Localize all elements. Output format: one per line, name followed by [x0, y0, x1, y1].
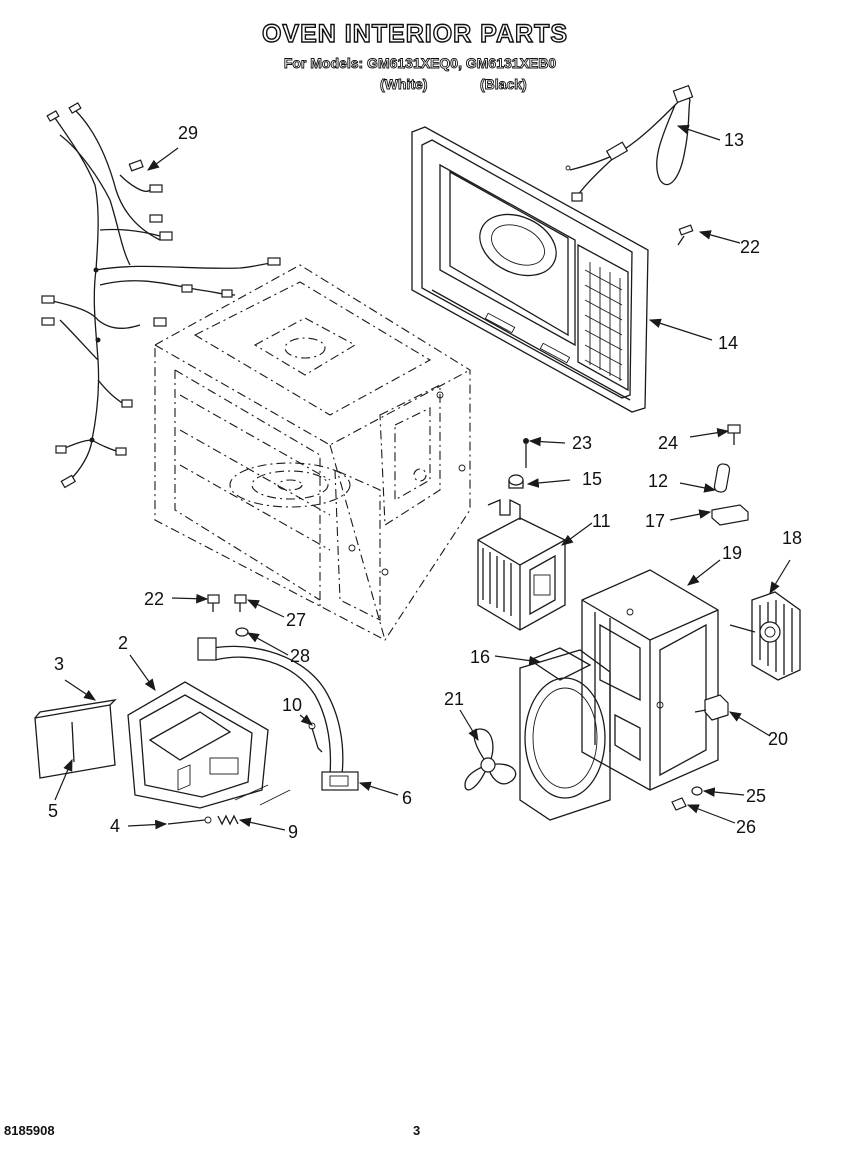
callout-9: 9	[288, 822, 299, 842]
washer-screw-drawing	[671, 786, 703, 811]
sensor-20-drawing	[694, 694, 729, 721]
callout-16: 16	[470, 647, 491, 667]
callout-28: 28	[290, 646, 311, 666]
power-cord-drawing	[565, 84, 694, 202]
callout-5: 5	[48, 801, 59, 821]
callout-24: 24	[658, 433, 679, 453]
callout-3: 3	[54, 654, 65, 674]
callout-6: 6	[402, 788, 413, 808]
callout-14: 14	[718, 333, 739, 353]
callout-10: 10	[282, 695, 303, 715]
callout-23: 23	[572, 433, 593, 453]
fan-blade-drawing	[464, 728, 517, 791]
callout-29: 29	[178, 123, 199, 143]
variant-black: (Black)	[480, 76, 528, 93]
callout-18: 18	[782, 528, 803, 548]
screws-left-drawing	[207, 594, 249, 637]
callout-17: 17	[645, 511, 666, 531]
models-line: For Models: GM6131XEQ0, GM6131XEB0	[283, 55, 557, 72]
tube-connector-drawing	[197, 637, 359, 791]
callout-20: 20	[768, 729, 789, 749]
footer-page-number: 3	[413, 1123, 421, 1138]
choke-cover-drawing	[34, 699, 117, 779]
air-guide-drawing	[127, 681, 269, 809]
callout-25: 25	[746, 786, 767, 806]
front-panel-drawing	[411, 126, 649, 413]
wiring-harness-drawing	[41, 102, 281, 489]
callout-22-top: 22	[740, 237, 761, 257]
callout-21: 21	[444, 689, 465, 709]
screw-22-drawing	[677, 224, 694, 246]
callout-2: 2	[118, 633, 129, 653]
callout-19: 19	[722, 543, 743, 563]
callout-13: 13	[724, 130, 745, 150]
bracket-parts-drawing	[711, 424, 749, 526]
callout-26: 26	[736, 817, 757, 837]
callout-12: 12	[648, 471, 669, 491]
variant-white: (White)	[380, 76, 428, 93]
fan-shroud-drawing	[519, 647, 611, 821]
leader-arrows	[54, 124, 791, 831]
footer-part-number: 8185908	[4, 1123, 55, 1138]
callout-27: 27	[286, 610, 307, 630]
page-title: OVEN INTERIOR PARTS	[261, 19, 569, 48]
magnetron-drawing	[477, 498, 566, 631]
callout-11: 11	[592, 511, 611, 531]
fan-motor-drawing	[729, 591, 801, 681]
thermostat-drawing	[508, 438, 529, 489]
wire-clip-10-drawing	[308, 722, 323, 753]
callout-15: 15	[582, 469, 603, 489]
callout-22-left: 22	[144, 589, 165, 609]
oven-cavity-drawing	[154, 264, 471, 641]
spring-latch-drawing	[167, 784, 291, 826]
callout-4: 4	[110, 816, 121, 836]
